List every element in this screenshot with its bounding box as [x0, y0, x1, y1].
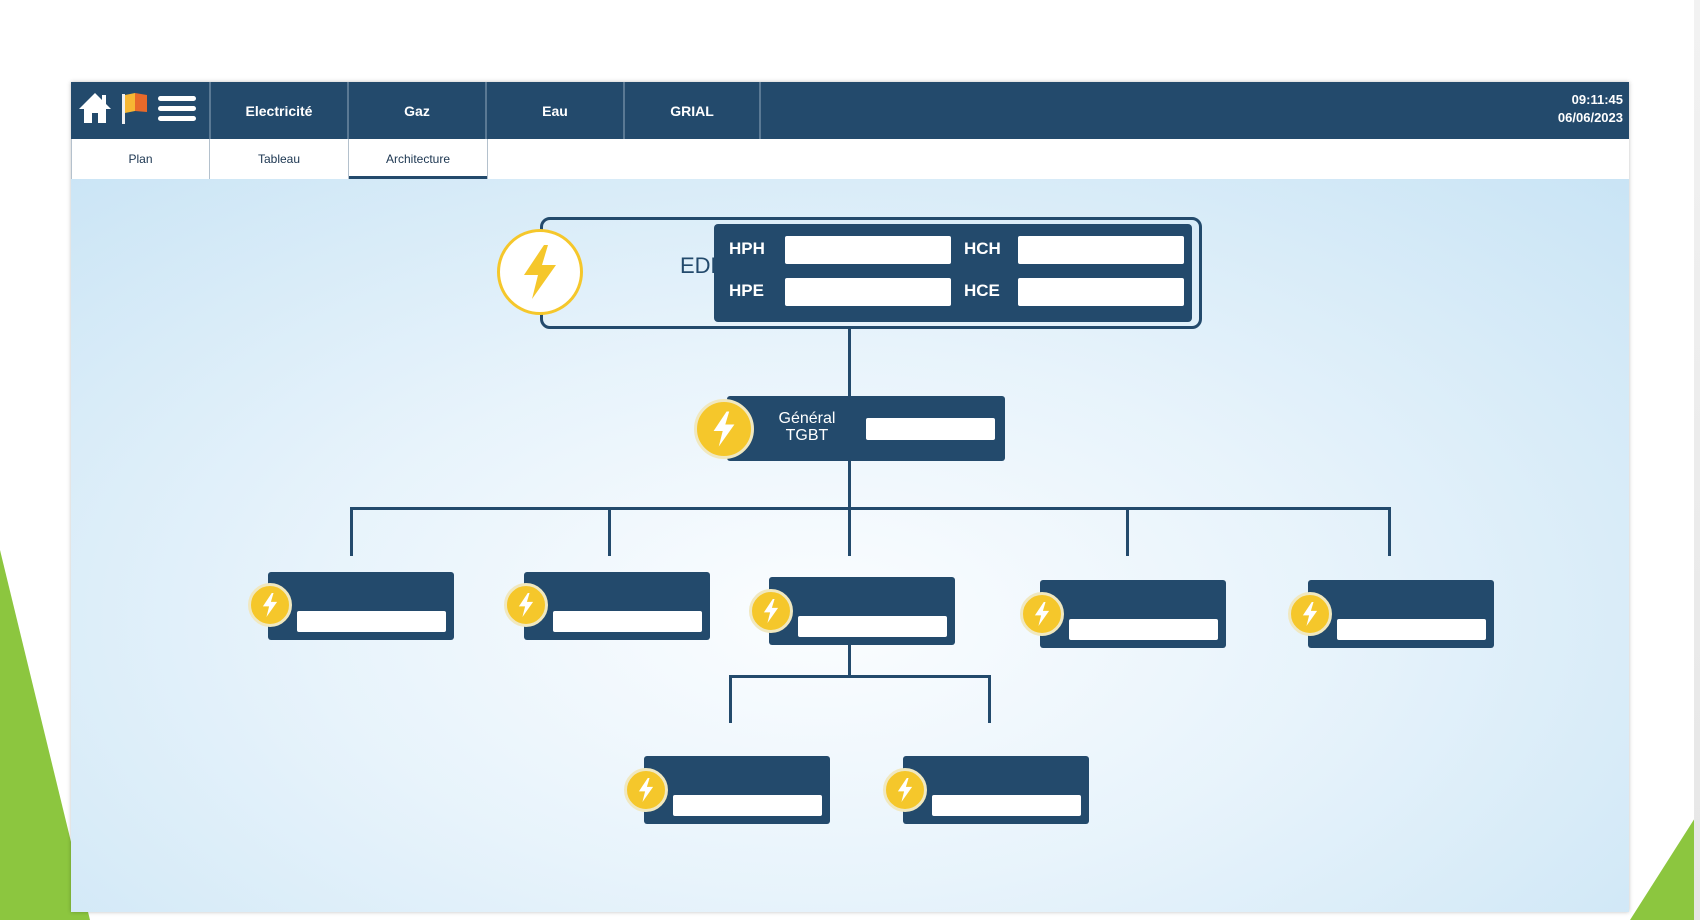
tariff-label-hph: HPH: [729, 239, 765, 258]
tab-architecture[interactable]: Architecture: [349, 139, 488, 181]
connector-line: [350, 507, 1391, 510]
tab-gaz[interactable]: Gaz: [347, 82, 485, 139]
sub-node[interactable]: [1308, 580, 1494, 648]
connector-line: [1126, 507, 1129, 556]
lightning-icon: [497, 229, 583, 315]
home-icon[interactable]: [77, 90, 113, 131]
tab-electricite[interactable]: Electricité: [209, 82, 347, 139]
lightning-icon: [1020, 592, 1064, 636]
lightning-icon: [248, 583, 292, 627]
top-navigation-bar: Electricité Gaz Eau GRIAL 09:11:45 06/06…: [71, 82, 1629, 139]
connector-line: [608, 507, 611, 556]
connector-line: [848, 461, 851, 508]
sub-node[interactable]: [524, 572, 710, 640]
sub-node-value-field: [673, 795, 822, 816]
general-tgbt-node[interactable]: Général TGBT: [727, 396, 1005, 461]
tab-grial[interactable]: GRIAL: [623, 82, 761, 139]
flag-icon[interactable]: [119, 90, 151, 131]
sub-node[interactable]: [644, 756, 830, 824]
clock-date: 06/06/2023: [1557, 110, 1623, 125]
toolbar-icons: [71, 82, 215, 139]
hch-value-field: [1018, 236, 1184, 264]
tab-tableau[interactable]: Tableau: [210, 139, 349, 179]
lightning-icon: [504, 583, 548, 627]
sub-node-value-field: [932, 795, 1081, 816]
connector-line: [848, 329, 851, 396]
connector-line: [988, 675, 991, 723]
sub-node[interactable]: [903, 756, 1089, 824]
general-value-field: [866, 418, 995, 440]
lightning-icon: [1288, 592, 1332, 636]
tab-plan[interactable]: Plan: [71, 139, 210, 179]
decorative-green-triangle: [1630, 810, 1700, 920]
sub-node[interactable]: [1040, 580, 1226, 648]
tariff-label-hce: HCE: [964, 281, 1000, 300]
hce-value-field: [1018, 278, 1184, 306]
sub-node-value-field: [1069, 619, 1218, 640]
general-tgbt-label: Général TGBT: [771, 410, 843, 444]
connector-line: [1388, 507, 1391, 556]
connector-line: [729, 675, 990, 678]
connector-line: [848, 627, 851, 677]
lightning-icon: [749, 589, 793, 633]
connector-line: [848, 507, 851, 556]
clock-time: 09:11:45: [1571, 92, 1623, 107]
sub-node[interactable]: [769, 577, 955, 645]
lightning-icon: [694, 399, 754, 459]
app-window: Electricité Gaz Eau GRIAL 09:11:45 06/06…: [71, 82, 1629, 912]
connector-line: [350, 507, 353, 556]
architecture-diagram: EDF HPH HCH HPE HCE Général TGBT: [71, 179, 1629, 912]
decorative-edge: [1694, 0, 1700, 920]
hpe-value-field: [785, 278, 951, 306]
connector-line: [729, 675, 732, 723]
lightning-icon: [883, 768, 927, 812]
sub-node-value-field: [553, 611, 702, 632]
energy-tabs: Electricité Gaz Eau GRIAL: [209, 82, 761, 139]
tab-eau[interactable]: Eau: [485, 82, 623, 139]
menu-icon[interactable]: [157, 90, 197, 131]
tariff-label-hch: HCH: [964, 239, 1001, 258]
general-label-line1: Général: [778, 410, 836, 427]
sub-node-value-field: [798, 616, 947, 637]
sub-node-value-field: [297, 611, 446, 632]
sub-navigation-bar: Plan Tableau Architecture: [71, 139, 1629, 181]
sub-node-value-field: [1337, 619, 1486, 640]
general-label-line2: TGBT: [785, 427, 829, 444]
lightning-icon: [624, 768, 668, 812]
tariff-label-hpe: HPE: [729, 281, 764, 300]
hph-value-field: [785, 236, 951, 264]
datetime-display: 09:11:45 06/06/2023: [1558, 91, 1623, 127]
sub-node[interactable]: [268, 572, 454, 640]
edf-tariff-panel: HPH HCH HPE HCE: [714, 224, 1192, 322]
